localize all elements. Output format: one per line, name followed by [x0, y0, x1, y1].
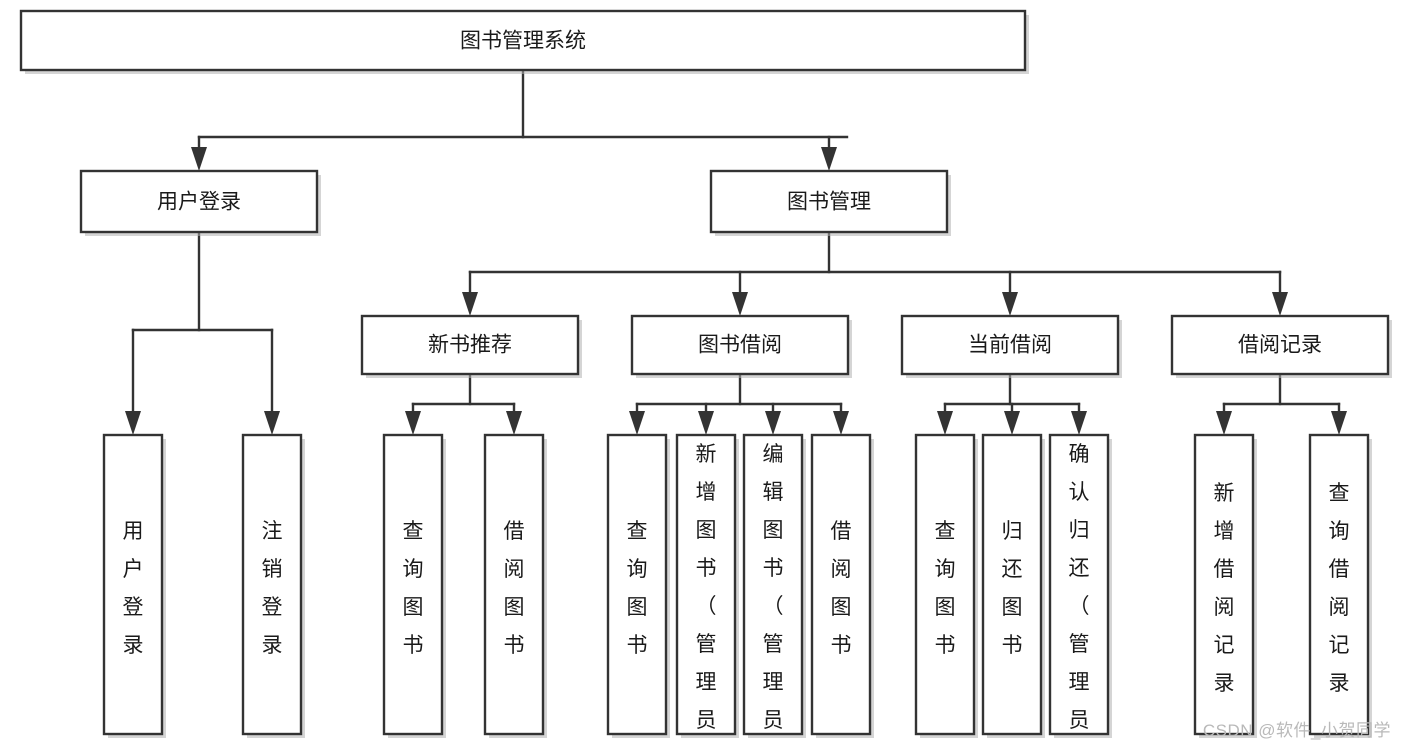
node-leaf-query-record-label: 查询借阅记录 — [1329, 482, 1350, 695]
node-leaf-return-book-box[interactable] — [981, 433, 1043, 736]
node-leaf-user-login-label: 用户登录 — [123, 520, 144, 657]
node-leaf-logout[interactable]: 注销登录 — [241, 433, 305, 738]
node-leaf-confirm-return-box[interactable] — [1048, 433, 1110, 736]
arrow-leaf-query-book-1 — [405, 411, 421, 435]
node-leaf-confirm-return[interactable]: 确认归还（管理员） — [1048, 433, 1112, 747]
connector-group — [125, 68, 1347, 435]
node-leaf-edit-book-box[interactable] — [742, 433, 804, 736]
node-leaf-edit-book-label: 编辑图书（管理员） — [763, 443, 784, 747]
arrow-book-manage — [821, 147, 837, 171]
node-new-book-rec[interactable]: 新书推荐 — [360, 314, 582, 378]
arrow-leaf-query-book-3 — [937, 411, 953, 435]
arrow-borrowrecord — [1272, 292, 1288, 316]
node-book-borrow-label: 图书借阅 — [698, 334, 782, 357]
node-book-manage[interactable]: 图书管理 — [709, 169, 951, 236]
node-leaf-add-book[interactable]: 新增图书（管理员） — [675, 433, 739, 747]
arrow-leaf-query-book-2 — [629, 411, 645, 435]
node-leaf-borrow-book-1[interactable]: 借阅图书 — [483, 433, 547, 738]
arrow-leaf-edit-book — [765, 411, 781, 435]
arrow-leaf-borrow-book-2 — [833, 411, 849, 435]
node-root[interactable]: 图书管理系统 — [19, 9, 1029, 74]
node-leaf-logout-label: 注销登录 — [262, 520, 283, 657]
csdn-watermark: CSDN @软件_小贺同学 — [1202, 721, 1391, 740]
node-leaf-borrow-book-2-label: 借阅图书 — [831, 520, 852, 657]
node-leaf-query-book-1-box[interactable] — [382, 433, 444, 736]
arrow-currentborrow — [1002, 292, 1018, 316]
node-leaf-query-book-2-box[interactable] — [606, 433, 668, 736]
node-book-borrow-box[interactable] — [630, 314, 850, 376]
node-new-book-rec-box[interactable] — [360, 314, 580, 376]
node-borrow-record-label: 借阅记录 — [1238, 334, 1322, 357]
node-new-book-rec-label: 新书推荐 — [428, 334, 512, 357]
arrow-user-login — [191, 147, 207, 171]
node-book-manage-label: 图书管理 — [787, 191, 871, 214]
node-leaf-query-book-1-label: 查询图书 — [403, 520, 424, 657]
node-book-manage-box[interactable] — [709, 169, 949, 234]
arrow-leaf-user-login — [125, 411, 141, 435]
node-root-box[interactable] — [19, 9, 1027, 72]
node-leaf-query-book-2[interactable]: 查询图书 — [606, 433, 670, 738]
node-leaf-query-book-1[interactable]: 查询图书 — [382, 433, 446, 738]
node-current-borrow[interactable]: 当前借阅 — [900, 314, 1122, 378]
node-leaf-query-book-3-box[interactable] — [914, 433, 976, 736]
node-leaf-logout-box[interactable] — [241, 433, 303, 736]
arrow-leaf-add-book — [698, 411, 714, 435]
arrow-leaf-return-book — [1004, 411, 1020, 435]
node-leaf-borrow-book-2[interactable]: 借阅图书 — [810, 433, 874, 738]
arrow-leaf-borrow-book-1 — [506, 411, 522, 435]
node-leaf-add-book-box[interactable] — [675, 433, 737, 736]
node-leaf-return-book[interactable]: 归还图书 — [981, 433, 1045, 738]
arrow-leaf-confirm-return — [1071, 411, 1087, 435]
arrow-leaf-logout — [264, 411, 280, 435]
node-leaf-user-login-box[interactable] — [102, 433, 164, 736]
leaf-node-layer: 用户登录 注销登录 查询图书 借阅图书 查询图书 新增图书（管理员） 编辑图书（管理员） 借阅… — [102, 433, 1372, 747]
node-book-borrow[interactable]: 图书借阅 — [630, 314, 852, 378]
arrow-bookborrow — [732, 292, 748, 316]
node-leaf-borrow-book-1-box[interactable] — [483, 433, 545, 736]
node-leaf-add-record-box[interactable] — [1193, 433, 1255, 736]
arrow-leaf-query-record — [1331, 411, 1347, 435]
node-leaf-confirm-return-label: 确认归还（管理员） — [1069, 443, 1090, 747]
node-user-login-label: 用户登录 — [157, 191, 241, 214]
node-leaf-query-record[interactable]: 查询借阅记录 — [1308, 433, 1372, 738]
node-leaf-edit-book[interactable]: 编辑图书（管理员） — [742, 433, 806, 747]
node-current-borrow-box[interactable] — [900, 314, 1120, 376]
node-leaf-borrow-book-2-box[interactable] — [810, 433, 872, 736]
node-borrow-record[interactable]: 借阅记录 — [1170, 314, 1392, 378]
node-leaf-query-book-3-label: 查询图书 — [935, 520, 956, 657]
node-leaf-borrow-book-1-label: 借阅图书 — [504, 520, 525, 657]
node-user-login-box[interactable] — [79, 169, 319, 234]
node-leaf-query-record-box[interactable] — [1308, 433, 1370, 736]
arrow-newbook — [462, 292, 478, 316]
node-borrow-record-box[interactable] — [1170, 314, 1390, 376]
node-root-label: 图书管理系统 — [460, 30, 586, 53]
node-leaf-add-book-label: 新增图书（管理员） — [696, 443, 717, 747]
node-leaf-add-record-label: 新增借阅记录 — [1214, 482, 1235, 695]
node-user-login[interactable]: 用户登录 — [79, 169, 321, 236]
arrow-leaf-add-record — [1216, 411, 1232, 435]
node-leaf-add-record[interactable]: 新增借阅记录 — [1193, 433, 1257, 738]
node-leaf-return-book-label: 归还图书 — [1002, 520, 1023, 657]
node-current-borrow-label: 当前借阅 — [968, 334, 1052, 357]
node-leaf-query-book-2-label: 查询图书 — [627, 520, 648, 657]
node-leaf-query-book-3[interactable]: 查询图书 — [914, 433, 978, 738]
node-leaf-user-login[interactable]: 用户登录 — [102, 433, 166, 738]
